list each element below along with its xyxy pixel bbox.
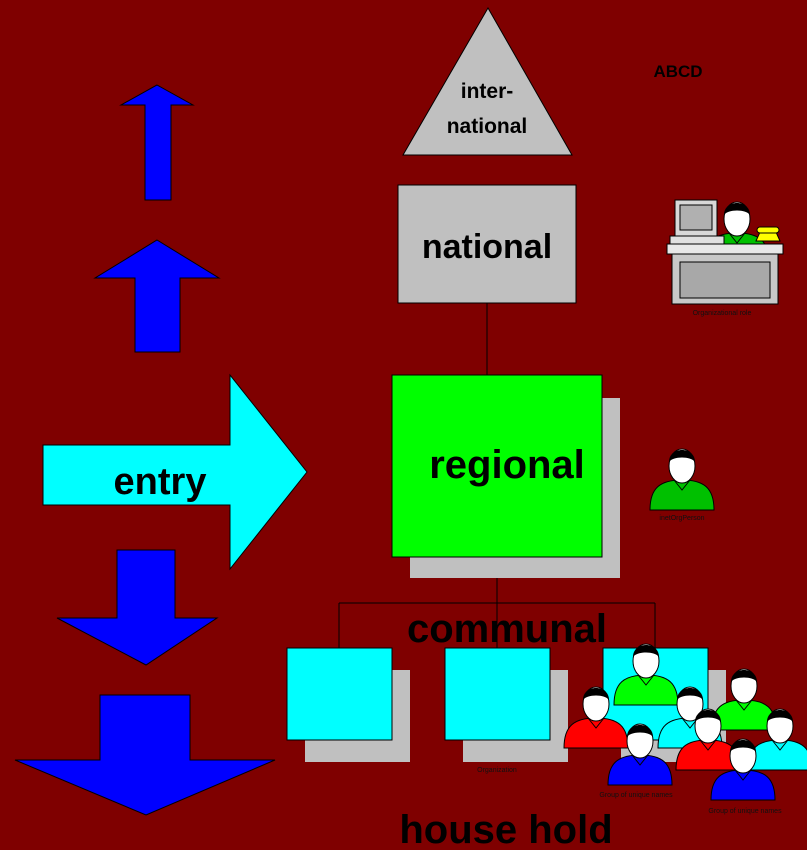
organization-caption: Organization	[477, 767, 517, 774]
national-label: national	[422, 228, 552, 266]
international-label-line2: national	[447, 115, 528, 138]
org-role-caption: Organizational role	[693, 310, 752, 317]
international-label-line1: inter-	[461, 80, 514, 103]
communal-node-1[interactable]	[286, 647, 410, 762]
international-node[interactable]: inter- national	[402, 6, 573, 156]
group1-caption: Group of unique names	[599, 792, 673, 799]
communal-label: communal	[407, 607, 607, 651]
communal-node-2[interactable]	[444, 647, 568, 762]
group-of-unique-names-icon-1: Group of unique names	[563, 643, 723, 799]
regional-node[interactable]: regional	[391, 374, 620, 578]
national-node[interactable]: national	[397, 184, 577, 304]
top-label: ABCD	[653, 62, 702, 81]
up-arrow-small	[119, 84, 195, 201]
up-arrow-large	[93, 239, 221, 353]
down-arrow-large	[56, 549, 219, 666]
group2-caption: Group of unique names	[708, 808, 782, 815]
entry-label: entry	[114, 461, 207, 503]
household-label: house hold	[399, 808, 612, 850]
down-arrow-xlarge	[14, 694, 276, 816]
inet-person-caption: inetOrgPerson	[659, 515, 704, 522]
inet-org-person-icon: inetOrgPerson	[649, 448, 715, 522]
group-of-unique-names-icon-2: Group of unique names	[675, 668, 807, 815]
organizational-role-icon: Organizational role	[666, 199, 784, 317]
entry-arrow[interactable]: entry	[42, 373, 308, 571]
regional-label: regional	[429, 443, 585, 487]
